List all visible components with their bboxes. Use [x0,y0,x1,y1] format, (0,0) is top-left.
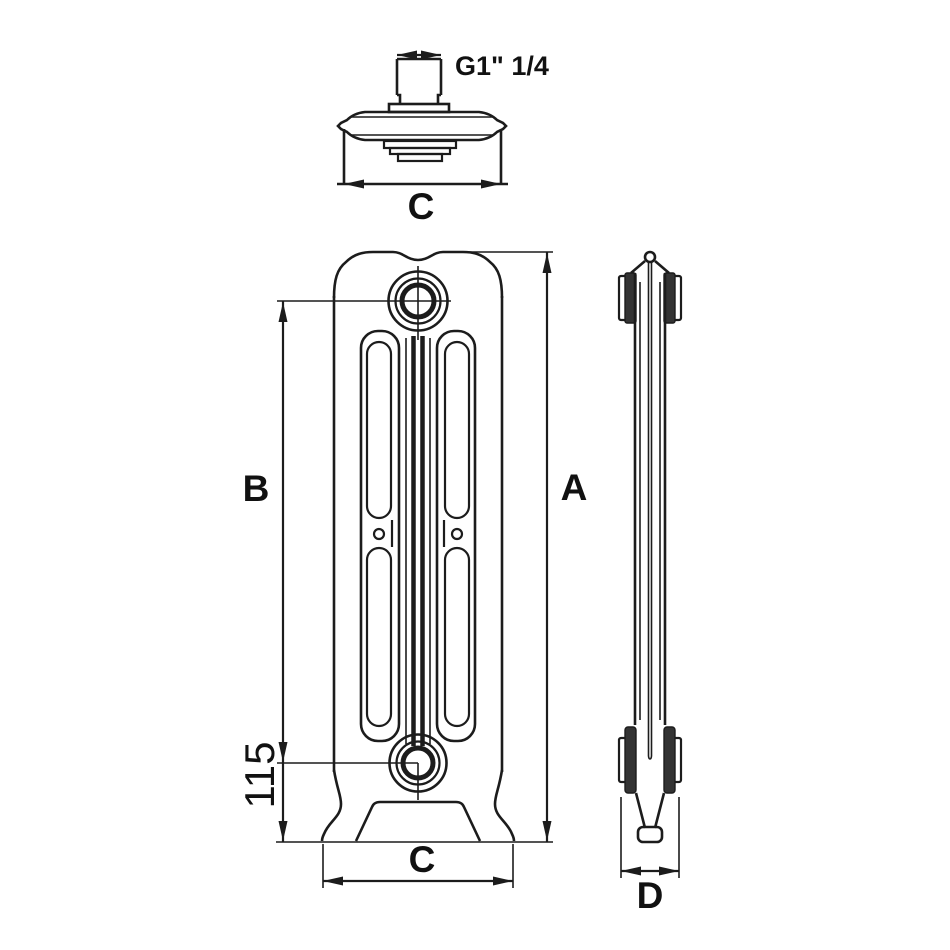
dim-height-a [542,252,552,842]
hub-steps [382,139,458,163]
top-shoulders [630,260,670,274]
pipe-outline [395,57,443,104]
label-a: A [561,467,588,508]
bottom-hub [617,726,683,794]
foot [320,769,516,842]
label-d: D [637,875,664,916]
dim-depth-d [620,797,680,878]
front-view [320,250,516,842]
side-foot [634,792,666,844]
section-box [337,129,508,186]
label-bottom-width: C [409,839,436,880]
hub-lens [336,110,508,142]
top-boss-circles [387,266,449,340]
foot-cutout [354,800,482,842]
dim-bottom-width [322,844,514,888]
label-115: 115 [236,742,283,809]
right-column [435,329,477,743]
label-top-width: C [408,186,435,227]
bottom-boss-circles [388,733,448,800]
left-column [359,329,401,743]
side-column [633,262,667,760]
dim-pipe-width [397,50,441,60]
side-view: D [617,250,683,916]
label-thread: G1" 1/4 [455,51,549,81]
top-view: G1" 1/4 C [336,50,549,227]
label-b: B [243,468,270,509]
top-cap [332,250,504,299]
front-dimensions: A B 115 C [236,251,588,888]
dim-height-b [278,301,288,842]
dim-top-width [344,179,501,189]
top-hub [617,272,683,324]
apex-nub [643,250,657,264]
central-web [405,336,431,746]
